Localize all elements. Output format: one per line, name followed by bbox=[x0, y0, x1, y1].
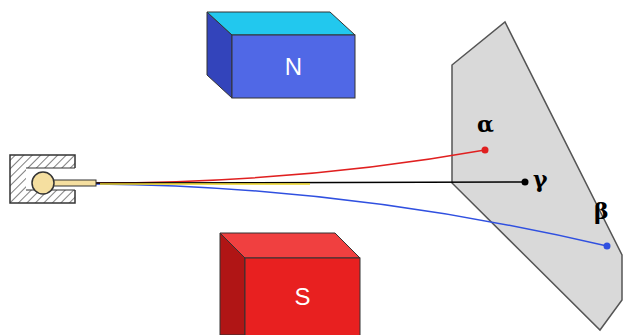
pole-label: N bbox=[285, 55, 302, 79]
screen bbox=[452, 22, 622, 330]
beta-ray bbox=[95, 184, 607, 246]
magnet-box: N bbox=[232, 35, 355, 98]
magnet-box: S bbox=[245, 258, 360, 335]
magnet-top bbox=[207, 12, 355, 35]
source-stem bbox=[50, 180, 96, 186]
gamma-dot bbox=[522, 179, 529, 186]
magnet-front bbox=[245, 258, 360, 335]
magnet-top bbox=[220, 233, 360, 258]
ray-label: α bbox=[477, 113, 494, 135]
radioactive-source bbox=[32, 172, 54, 194]
beta-dot bbox=[604, 243, 611, 250]
gamma-ray bbox=[95, 182, 525, 183]
alpha-ray bbox=[95, 150, 485, 183]
ray-label: β bbox=[594, 200, 609, 222]
ray-bundle bbox=[100, 183, 310, 185]
alpha-dot bbox=[482, 147, 489, 154]
magnet-front bbox=[232, 35, 355, 98]
pole-label: S bbox=[294, 285, 310, 309]
ray-label: γ bbox=[533, 168, 548, 190]
